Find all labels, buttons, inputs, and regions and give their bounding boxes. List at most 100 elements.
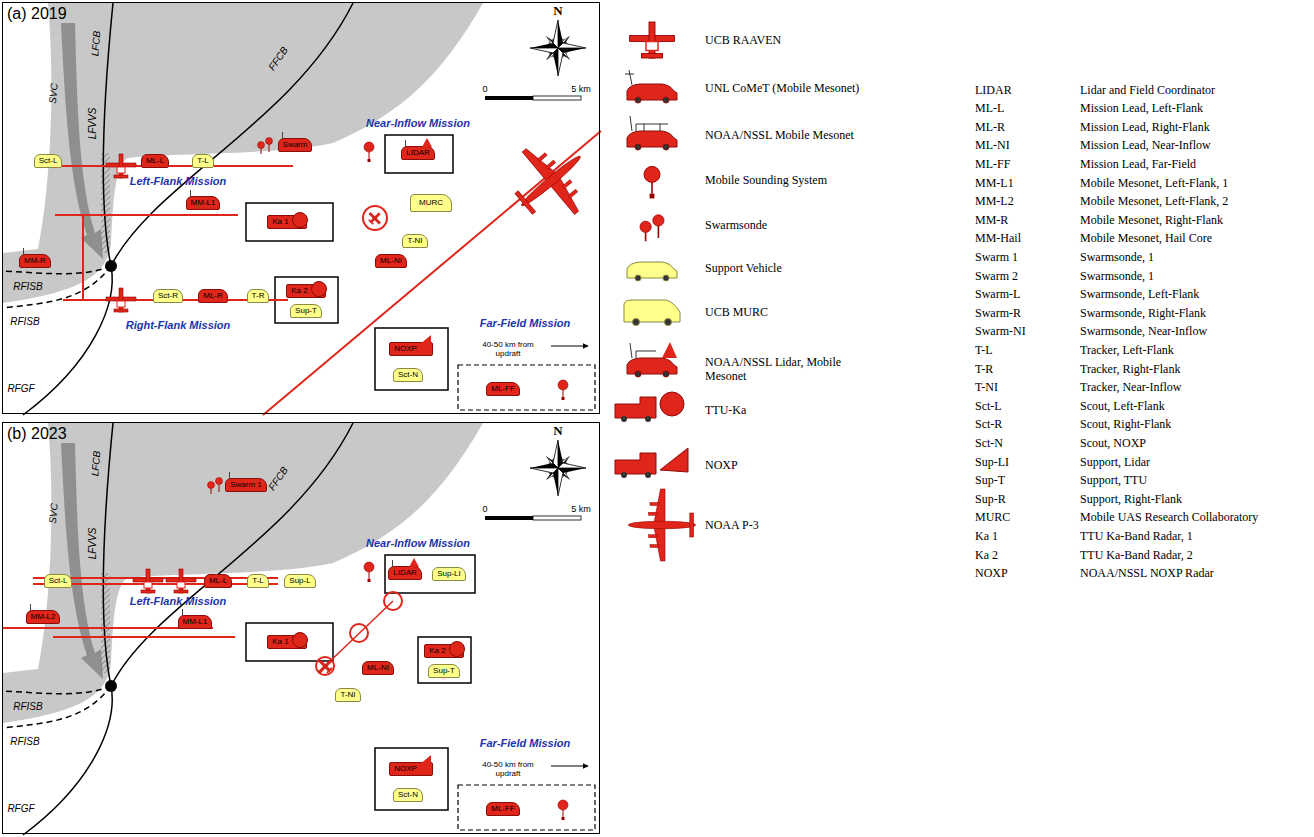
flight-tracks [3, 578, 402, 675]
comet-vehicle: ML-L [204, 574, 232, 588]
map-panel: (b) 2023Swarm 1LIDARSup-LISct-LML-LT-LSu… [2, 422, 600, 834]
mesonet-vehicle: MM-L2 [26, 610, 61, 624]
support-vehicle: T-NI [335, 688, 360, 702]
ka-radar-truck: Ka 2 [424, 644, 463, 658]
vehicle-label: T-NI [340, 690, 355, 699]
vehicle-label: Ka 1 [272, 637, 288, 646]
vehicle-label: Swarm 1 [230, 480, 262, 489]
vehicle-label: Ka 1 [272, 217, 288, 226]
boundary-label: FFCB [266, 44, 290, 72]
mesonet-vehicle: MM-L1 [186, 196, 221, 210]
legend-entry: Swarmsonde [705, 218, 767, 232]
table-cell: Swarmsonde, Near-Inflow [1080, 324, 1207, 339]
mission-title: Far-Field Mission [480, 317, 570, 329]
table-cell: Tracker, Left-Flank [1080, 343, 1174, 358]
support-vehicle: Sct-N [393, 788, 423, 802]
table-cell: Mission Lead, Far-Field [1080, 157, 1196, 172]
table-cell: Tracker, Near-Inflow [1080, 380, 1181, 395]
table-cell: T-NI [975, 380, 998, 395]
vehicle-label: MURC [419, 198, 443, 207]
support-vehicle: Sup-T [290, 304, 322, 318]
lidar-vehicle: LIDAR [401, 146, 435, 160]
table-cell: T-L [975, 343, 993, 358]
mission-title: Right-Flank Mission [126, 319, 231, 331]
table-cell: Sup-LI [975, 455, 1009, 470]
table-cell: Lidar and Field Coordinator [1080, 83, 1215, 98]
table-cell: Mission Lead, Left-Flank [1080, 101, 1203, 116]
boundary-label: RFGF [7, 383, 34, 394]
table-cell: TTU Ka-Band Radar, 1 [1080, 529, 1193, 544]
boundary-label: RFGF [7, 803, 34, 814]
panel-title: (b) 2023 [7, 425, 67, 443]
ka-radar-truck: Ka 2 [286, 284, 325, 298]
map-panel: (a) 2019Sct-L ML-L T-L SwarmLIDAR MM-L1 Ka 1 M… [2, 2, 600, 414]
legend-text: NOAA P-3 [705, 518, 759, 532]
table-cell: Scout, NOXP [1080, 436, 1146, 451]
table-cell: Scout, Right-Flank [1080, 417, 1171, 432]
table-cell: Mobile Mesonet, Right-Flank [1080, 213, 1223, 228]
legend-entry: NOXP [705, 458, 738, 472]
table-cell: Swarm-L [975, 287, 1020, 302]
support-vehicle: T-L [192, 154, 214, 168]
support-vehicle: Sup-T [428, 664, 460, 678]
legend-text: Mobile Sounding System [705, 173, 827, 187]
vehicle-label: ML-L [209, 576, 227, 585]
vehicle-label: ML-R [203, 291, 223, 300]
boundary-label: FFCB [266, 464, 290, 492]
vehicle-label: Sct-R [158, 291, 178, 300]
table-cell: Swarmsonde, 1 [1080, 250, 1154, 265]
table-cell: Scout, Left-Flank [1080, 399, 1165, 414]
mesonet-vehicle: Swarm 1 [225, 478, 267, 492]
noxp-radar-truck: NOXP [389, 762, 433, 776]
legend-text: NOAA/NSSL Lidar, Mobile Mesonet [705, 355, 841, 383]
boundary-label: LFCB [89, 30, 102, 56]
table-cell: Swarm-NI [975, 324, 1026, 339]
legend-entry: NOAA P-3 [705, 518, 759, 532]
vehicle-label: T-R [252, 291, 265, 300]
vehicle-label: Sup-T [295, 306, 317, 315]
legend-text: Swarmsonde [705, 218, 767, 232]
table-cell: Support, Lidar [1080, 455, 1150, 470]
mission-title: Near-Inflow Mission [366, 117, 470, 129]
vehicle-label: Sup-T [433, 666, 455, 675]
support-vehicle: T-R [247, 289, 270, 303]
boundary-label: SVC [46, 502, 59, 524]
table-cell: Sct-R [975, 417, 1002, 432]
support-vehicle: Sct-N [393, 368, 423, 382]
table-cell: ML-NI [975, 138, 1010, 153]
boundary-label: RFISB [10, 736, 39, 747]
comet-vehicle: ML-R [198, 289, 228, 303]
legend-entry: TTU-Ka [705, 403, 746, 417]
legend-entry: Mobile Sounding System [705, 173, 827, 187]
legend-text: UCB RAAVEN [705, 33, 781, 47]
vehicle-label: ML-FF [491, 384, 515, 393]
boundary-label: LFCB [89, 450, 102, 476]
table-cell: Mobile Mesonet, Left-Flank, 1 [1080, 176, 1228, 191]
murc-van: MURC [410, 194, 452, 212]
scale-label: 5 km [571, 504, 591, 514]
mesonet-vehicle: MM-L1 [178, 615, 213, 629]
vehicle-label: Sct-N [398, 790, 418, 799]
vehicle-label: MM-L2 [31, 612, 56, 621]
legend-entry: NOAA/NSSL Lidar, Mobile Mesonet [705, 355, 855, 383]
boundary-label: RFISB [13, 701, 42, 712]
support-vehicle: Sct-R [153, 289, 183, 303]
table-cell: MM-R [975, 213, 1008, 228]
boundary-label: SVC [46, 82, 59, 104]
vehicle-label: MM-L1 [191, 198, 216, 207]
vehicle-label: Sup-LI [437, 569, 461, 578]
vehicle-label: T-L [197, 156, 209, 165]
panel-title: (a) 2019 [7, 5, 67, 23]
legend-text: UNL CoMeT (Mobile Mesonet) [705, 81, 859, 95]
boundary-label: LFVVS [88, 527, 99, 559]
table-cell: Swarm 1 [975, 250, 1018, 265]
table-cell: Mobile Mesonet, Hail Core [1080, 231, 1212, 246]
vehicle-label: Sct-L [39, 156, 58, 165]
table-cell: Ka 2 [975, 548, 998, 563]
comet-vehicle: ML-L [141, 154, 169, 168]
scale-label: 0 [482, 504, 487, 514]
table-cell: T-R [975, 362, 993, 377]
mesonet-vehicle: Swarm [278, 138, 313, 152]
legend-text: UCB MURC [705, 305, 768, 319]
